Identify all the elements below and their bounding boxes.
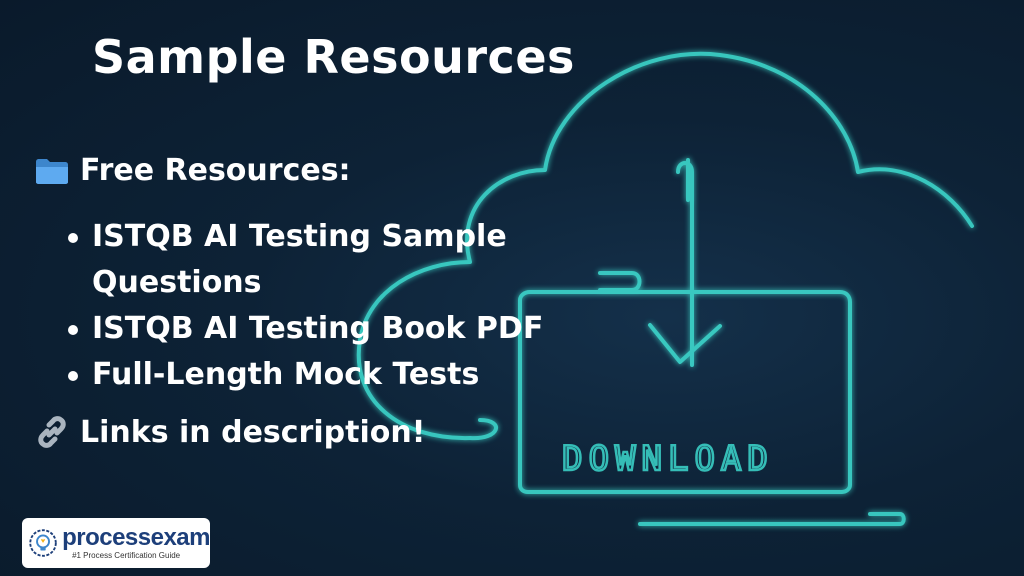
logo-name: processexam [62, 523, 210, 551]
list-item-text: Full-Length Mock Tests [92, 357, 480, 392]
page-title: Sample Resources [92, 30, 575, 84]
list-item: ISTQB AI Testing Book PDF [64, 306, 584, 352]
link-icon [38, 416, 66, 448]
list-item: ISTQB AI Testing Sample Questions [64, 214, 584, 306]
section-heading-text: Free Resources: [80, 153, 351, 188]
resource-list: ISTQB AI Testing Sample Questions ISTQB … [64, 214, 584, 398]
free-resources-heading: Free Resources: [34, 153, 351, 188]
bullet-icon [68, 325, 78, 335]
folder-icon [36, 158, 68, 184]
links-note: Links in description! [34, 414, 425, 450]
links-note-text: Links in description! [80, 414, 426, 450]
logo-tagline: #1 Process Certification Guide [72, 550, 181, 560]
list-item-text: ISTQB AI Testing Book PDF [92, 311, 544, 346]
list-item: Full-Length Mock Tests [64, 352, 584, 398]
lightbulb-gear-icon [29, 529, 57, 557]
bullet-icon [68, 233, 78, 243]
processexam-logo: processexam #1 Process Certification Gui… [22, 518, 210, 568]
list-item-text: ISTQB AI Testing Sample [92, 219, 507, 254]
download-label: DOWNLOAD [562, 439, 774, 479]
bullet-icon [68, 371, 78, 381]
list-item-text-continued: Questions [92, 265, 262, 300]
